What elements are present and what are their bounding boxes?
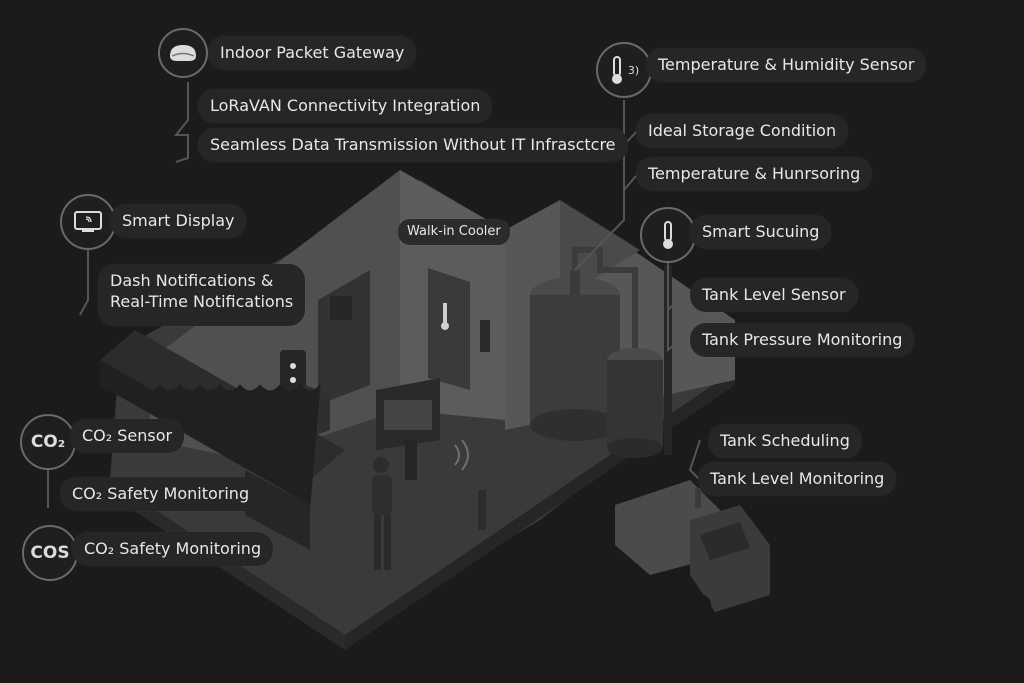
co2-item-safety: CO₂ Safety Monitoring: [60, 477, 262, 511]
cos-badge: COS: [22, 525, 78, 581]
tank-pipe: [572, 247, 638, 350]
gateway-title: Indoor Packet Gateway: [208, 36, 417, 70]
temp-item-storage: Ideal Storage Condition: [636, 114, 849, 148]
door-left-window: [330, 296, 352, 320]
tank-small-body: [607, 360, 663, 448]
person-body: [372, 475, 392, 515]
temp-icon-badge: 3): [596, 42, 652, 98]
smart-title: Smart Sucuing: [690, 215, 832, 249]
tank-item-pressure: Tank Pressure Monitoring: [690, 323, 915, 357]
gateway-icon-badge: [158, 28, 208, 78]
gateway-item-lorawan: LoRaVAN Connectivity Integration: [198, 89, 493, 123]
truck-window: [700, 522, 750, 560]
tank-item-level-monitoring: Tank Level Monitoring: [698, 462, 897, 496]
cos-badge-text: COS: [30, 543, 70, 563]
tank-item-level-sensor: Tank Level Sensor: [690, 278, 858, 312]
display-icon-badge: [60, 194, 116, 250]
thermometer-icon: [611, 56, 622, 84]
door-walkin-thermometer: [443, 303, 447, 325]
display-title: Smart Display: [110, 204, 247, 238]
door-walkin: [428, 268, 470, 390]
storefront-window: [245, 470, 310, 550]
co2-badge: CO₂: [20, 414, 76, 470]
co2-badge-text: CO₂: [30, 432, 66, 452]
connector-tank: [688, 439, 701, 481]
cos-title: CO₂ Safety Monitoring: [72, 532, 274, 566]
gateway-puck-icon: [170, 45, 196, 61]
display-item-notifications: Dash Notifications & Real-Time Notificat…: [98, 264, 306, 326]
connector-temp: [574, 100, 637, 271]
temp-badge-suffix: 3): [627, 63, 640, 77]
wall-panel: [480, 320, 490, 352]
temp-title: Temperature & Humidity Sensor: [646, 48, 927, 82]
connector-smart: [667, 263, 681, 353]
truck-wheel-3: [689, 594, 711, 616]
walkin-cooler-label: Walk-in Cooler: [398, 219, 510, 245]
wall-display-device: [280, 350, 306, 390]
connector-display: [79, 248, 89, 316]
display-item-line1: Dash Notifications &: [110, 271, 274, 290]
display-item-line2: Real-Time Notifications: [110, 292, 294, 311]
connector-gateway: [173, 82, 189, 163]
truck-wheel-1: [614, 564, 636, 586]
monitor-icon: [74, 211, 102, 232]
wifi-signal: [454, 439, 469, 471]
truck-wheel-2: [649, 576, 671, 598]
person-head: [373, 457, 389, 473]
co2-title: CO₂ Sensor: [70, 419, 185, 453]
awning-scallop: [99, 383, 321, 506]
tank-large-body: [530, 295, 620, 425]
gateway-item-seamless: Seamless Data Transmission Without IT In…: [198, 128, 628, 162]
smart-icon-badge: [640, 207, 696, 263]
bollard: [478, 490, 486, 530]
tank-item-scheduling: Tank Scheduling: [708, 424, 862, 458]
temp-item-humidity: Temperature & Hunrsoring: [636, 157, 873, 191]
thermometer-icon-2: [663, 221, 673, 249]
